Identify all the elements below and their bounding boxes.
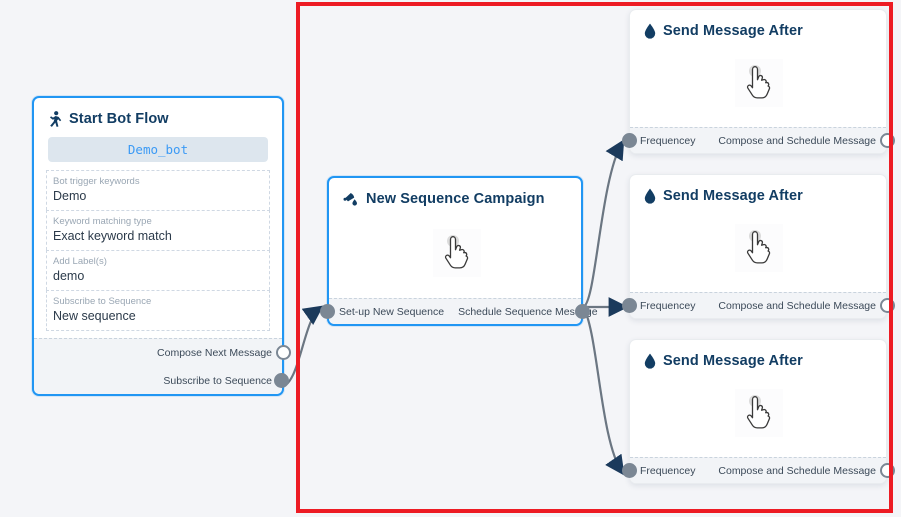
port-row-send-message[interactable]: Frequencey Compose and Schedule Message: [622, 458, 895, 484]
node-new-sequence-campaign[interactable]: New Sequence Campaign Set-up New Sequenc…: [320, 176, 598, 326]
pointing-hand-cursor-icon: [735, 389, 783, 437]
field-value: New sequence: [53, 309, 136, 323]
port-row-send-message[interactable]: Frequencey Compose and Schedule Message: [622, 128, 895, 154]
port-dot-setup-new-sequence[interactable]: [320, 304, 335, 319]
port-dot-frequencey[interactable]: [622, 463, 637, 478]
droplet-icon: [644, 23, 656, 39]
port-label-compose-and-schedule-message: Compose and Schedule Message: [718, 300, 876, 312]
port-label-frequencey: Frequencey: [640, 465, 696, 477]
node-title-text: Start Bot Flow: [69, 111, 169, 127]
new-sequence-campaign-ports: Set-up New Sequence Schedule Sequence Me…: [320, 298, 598, 325]
field-value: Demo: [53, 189, 87, 203]
port-label-compose-and-schedule-message: Compose and Schedule Message: [718, 135, 876, 147]
port-label: Compose Next Message: [157, 347, 272, 359]
port-label-frequencey: Frequencey: [640, 135, 696, 147]
node-title-text: Send Message After: [663, 353, 803, 369]
node-title-text: New Sequence Campaign: [366, 191, 545, 207]
port-label: Subscribe to Sequence: [163, 375, 272, 387]
field-label: Add Label(s): [53, 256, 107, 267]
node-start-bot-flow[interactable]: Start Bot Flow Demo_bot Bot trigger keyw…: [32, 96, 291, 396]
port-dot-schedule-sequence-message[interactable]: [575, 304, 590, 319]
droplet-icon: [644, 188, 656, 204]
node-title-text: Send Message After: [663, 23, 803, 39]
node-title-send-message-after: Send Message After: [630, 340, 886, 375]
port-dot-frequencey[interactable]: [622, 298, 637, 313]
node-send-message-after-2[interactable]: Send Message After Frequencey Compose an…: [622, 174, 895, 319]
start-bot-flow-body: Demo_bot Bot trigger keywords Demo Keywo…: [34, 137, 282, 337]
field-keyword-matching-type[interactable]: Keyword matching type Exact keyword matc…: [46, 210, 270, 250]
edge-sequence-to-card3: [582, 306, 625, 476]
port-dot-compose-and-schedule-message[interactable]: [880, 298, 895, 313]
node-send-message-after-3[interactable]: Send Message After Frequencey Compose an…: [622, 339, 895, 484]
node-title-text: Send Message After: [663, 188, 803, 204]
new-sequence-campaign-body: [329, 213, 581, 297]
edge-sequence-to-card1: [582, 139, 625, 309]
paint-pour-icon: [343, 192, 359, 207]
port-dot-compose-and-schedule-message[interactable]: [880, 463, 895, 478]
start-bot-flow-ports: Compose Next Message Subscribe to Sequen…: [34, 338, 291, 395]
send-message-after-ports: Frequencey Compose and Schedule Message: [622, 127, 895, 154]
pointing-hand-cursor-icon: [735, 59, 783, 107]
running-person-icon: [48, 111, 62, 127]
port-label-compose-and-schedule-message: Compose and Schedule Message: [718, 465, 876, 477]
field-subscribe-to-sequence[interactable]: Subscribe to Sequence New sequence: [46, 290, 270, 331]
port-label-setup-new-sequence: Set-up New Sequence: [339, 306, 445, 318]
send-message-after-ports: Frequencey Compose and Schedule Message: [622, 457, 895, 484]
node-title-send-message-after: Send Message After: [630, 175, 886, 210]
port-row-compose-next-message[interactable]: Compose Next Message: [34, 339, 291, 367]
node-title-new-sequence-campaign: New Sequence Campaign: [329, 178, 581, 213]
node-title-start-bot-flow: Start Bot Flow: [34, 98, 282, 133]
bot-name-pill[interactable]: Demo_bot: [48, 137, 268, 162]
port-dot-frequencey[interactable]: [622, 133, 637, 148]
field-label: Bot trigger keywords: [53, 176, 140, 187]
send-message-after-body: [630, 210, 886, 296]
pointing-hand-cursor-icon: [433, 229, 481, 277]
field-value: Exact keyword match: [53, 229, 172, 243]
port-label-schedule-sequence-message: Schedule Sequence Message: [458, 306, 598, 318]
port-row-sequence[interactable]: Set-up New Sequence Schedule Sequence Me…: [320, 299, 598, 325]
port-row-subscribe-to-sequence[interactable]: Subscribe to Sequence: [34, 367, 289, 395]
node-send-message-after-1[interactable]: Send Message After Frequencey Compose an…: [622, 9, 895, 154]
send-message-after-body: [630, 45, 886, 131]
port-dot-compose-and-schedule-message[interactable]: [880, 133, 895, 148]
field-bot-trigger-keywords[interactable]: Bot trigger keywords Demo: [46, 170, 270, 210]
field-label: Keyword matching type: [53, 216, 152, 227]
droplet-icon: [644, 353, 656, 369]
field-value: demo: [53, 269, 85, 283]
send-message-after-body: [630, 375, 886, 461]
field-add-labels[interactable]: Add Label(s) demo: [46, 250, 270, 290]
port-dot-compose-next-message[interactable]: [276, 345, 291, 360]
port-dot-subscribe-to-sequence[interactable]: [274, 373, 289, 388]
field-label: Subscribe to Sequence: [53, 296, 152, 307]
port-row-send-message[interactable]: Frequencey Compose and Schedule Message: [622, 293, 895, 319]
node-title-send-message-after: Send Message After: [630, 10, 886, 45]
pointing-hand-cursor-icon: [735, 224, 783, 272]
port-label-frequencey: Frequencey: [640, 300, 696, 312]
send-message-after-ports: Frequencey Compose and Schedule Message: [622, 292, 895, 319]
